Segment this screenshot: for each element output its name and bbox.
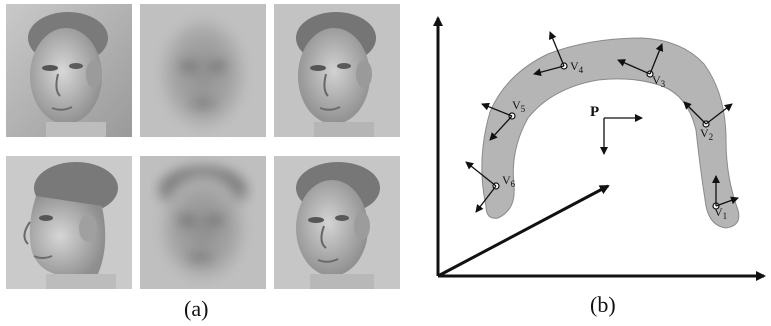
vertex-v2-label: V2 — [700, 126, 713, 142]
vertex-v4-label: V4 — [570, 59, 584, 75]
manifold-region — [481, 37, 740, 229]
panel-a-caption: (a) — [184, 296, 209, 321]
vertex-v4-arrow-up — [548, 31, 565, 67]
vertex-v1-arrow-right — [715, 196, 739, 207]
vertex-v3-arrow-left — [617, 59, 651, 75]
vertex-v5-arrow-left — [481, 102, 513, 117]
vertex-v2-arrow-right — [705, 103, 733, 125]
vertex-v5-label: V5 — [512, 98, 526, 114]
manifold-diagram-svg: V1 V2 V3 V4 V5 V6 P — [433, 16, 766, 281]
face-blurred-row1-col2 — [140, 4, 266, 137]
face-photo-row2-col3 — [274, 156, 400, 289]
vertex-v3-arrow-up — [649, 43, 664, 75]
vertex-v3-label: V3 — [652, 73, 666, 89]
face-photo-row1-col3 — [274, 4, 400, 137]
vertex-v1-label: V1 — [714, 205, 727, 221]
diagonal-axis — [437, 184, 610, 278]
face-blurred-row2-col2 — [140, 156, 266, 289]
vertex-v2-arrow-left — [683, 101, 707, 125]
vertex-v6-arrow-down — [475, 185, 497, 213]
manifold-diagram: V1 V2 V3 V4 V5 V6 P (b) — [420, 0, 771, 317]
face-image-grid: (a) — [6, 4, 400, 321]
face-photo-row2-col1 — [6, 156, 132, 289]
point-p-label: P — [590, 104, 599, 120]
vertex-v5-arrow-down — [489, 115, 513, 141]
vertex-v6-arrow-up — [465, 161, 497, 187]
vertex-v6-label: V6 — [502, 173, 516, 189]
vertex-v4-arrow-left — [533, 65, 565, 77]
face-photo-row1-col1 — [6, 4, 132, 137]
panel-b-caption: (b) — [590, 292, 616, 317]
